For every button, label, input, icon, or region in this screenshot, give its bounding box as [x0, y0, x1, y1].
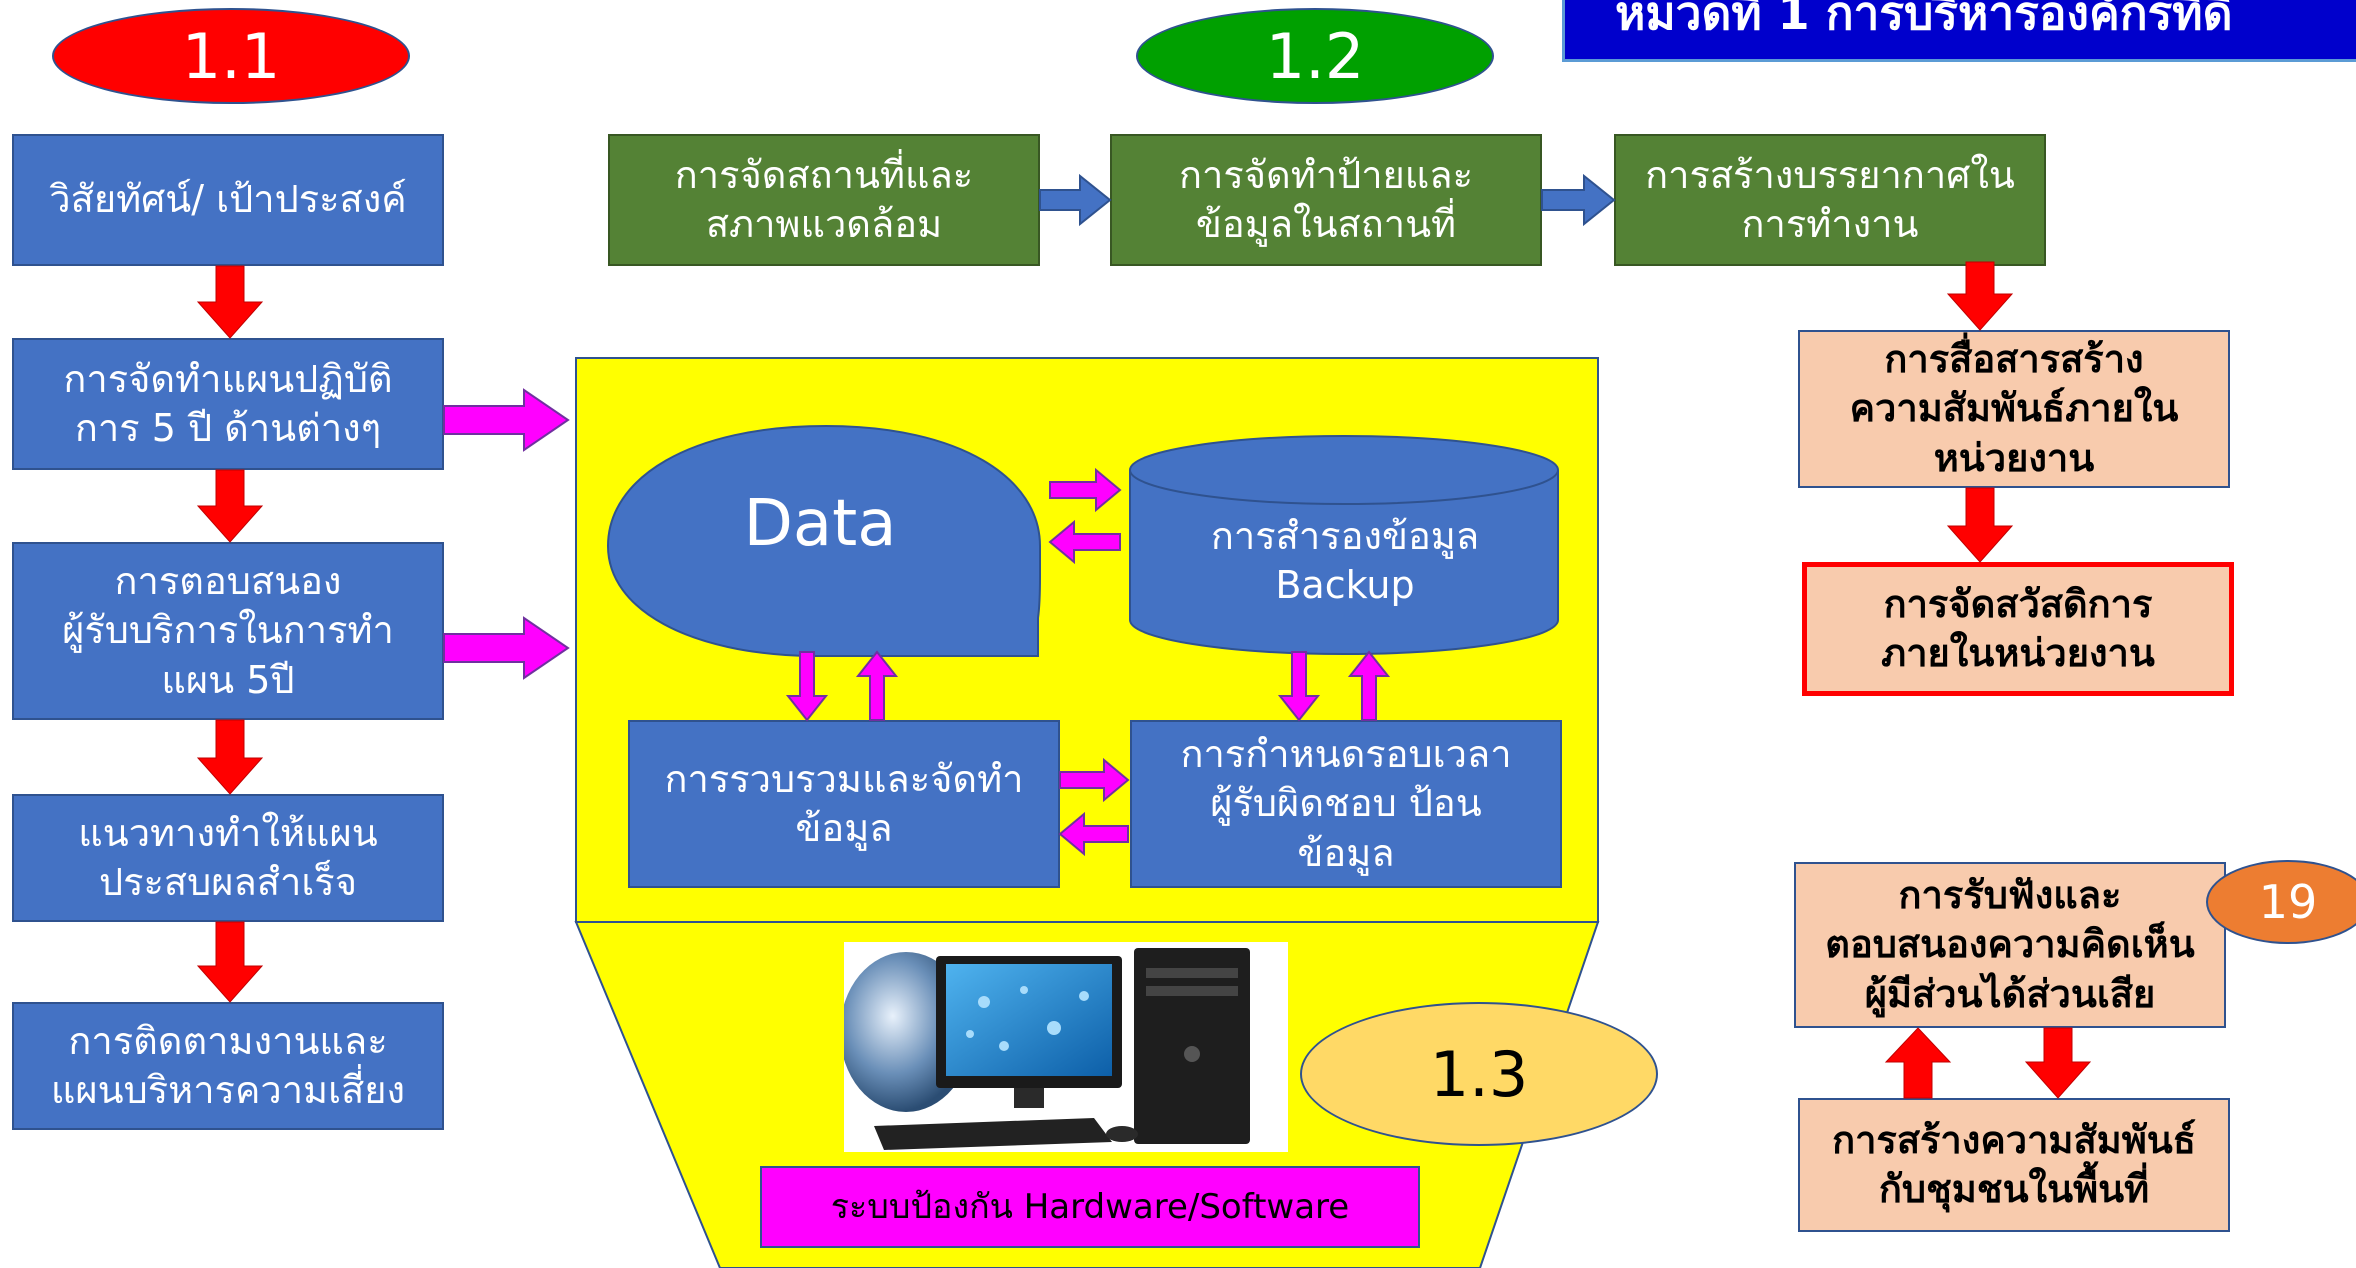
signage-info-label: การจัดทำป้ายและ ข้อมูลในสถานที่	[1179, 152, 1473, 246]
schedule-input-box: การกำหนดรอบเวลา ผู้รับผิดชอบ ป้อน ข้อมูล	[1130, 720, 1562, 888]
arrow-up-16	[855, 650, 899, 721]
community-relation-label: การสร้างความสัมพันธ์ กับชุมชนในพื้นที่	[1832, 1117, 2196, 1211]
data-node-label: Data	[743, 487, 897, 562]
section-1-3-label: 1.3	[1429, 1037, 1529, 1111]
arrow-left-14	[1048, 519, 1121, 565]
section-1-2-badge: 1.2	[1136, 8, 1494, 104]
internal-communication-box: การสื่อสารสร้าง ความสัมพันธ์ภายใน หน่วยง…	[1798, 330, 2230, 488]
computer-image	[844, 942, 1288, 1152]
page-number: 19	[2258, 875, 2318, 929]
arrow-up-18	[1347, 650, 1391, 721]
page-number-badge: 19	[2206, 860, 2356, 944]
arrow-right-19	[1059, 757, 1130, 803]
work-atmosphere-label: การสร้างบรรยากาศใน การทำงาน	[1645, 152, 2015, 246]
page-title: หมวดที่ 1 การบริหารองค์กรที่ดี	[1615, 0, 2233, 40]
risk-management-label: การติดตามงานและ แผนบริหารความเสี่ยง	[50, 1018, 406, 1112]
plan-success-box: แนวทางทำให้แผน ประสบผลสำเร็จ	[12, 794, 444, 922]
backup-node-label: การสำรองข้อมูล Backup	[1210, 513, 1480, 607]
stakeholder-feedback-box: การรับฟังและ ตอบสนองความคิดเห็น ผู้มีส่ว…	[1794, 862, 2226, 1028]
arrow-down-15	[785, 651, 829, 722]
collect-data-label: การรวบรวมและจัดทำ ข้อมูล	[664, 756, 1024, 850]
five-year-plan-box: การจัดทำแผนปฏิบัติ การ 5 ปี ด้านต่างๆ	[12, 338, 444, 470]
arrow-down-6	[1946, 487, 2014, 563]
arrow-down-2	[196, 469, 264, 543]
section-1-2-label: 1.2	[1265, 19, 1365, 93]
schedule-input-label: การกำหนดรอบเวลา ผู้รับผิดชอบ ป้อน ข้อมูล	[1180, 731, 1512, 875]
arrow-down-1	[196, 265, 264, 339]
signage-info-box: การจัดทำป้ายและ ข้อมูลในสถานที่	[1110, 134, 1542, 266]
data-bubble-shape	[606, 424, 1041, 657]
stakeholder-feedback-label: การรับฟังและ ตอบสนองความคิดเห็น ผู้มีส่ว…	[1825, 872, 2195, 1016]
arrow-down-8	[2024, 1027, 2092, 1099]
arrow-up-7	[1884, 1027, 1952, 1099]
risk-management-box: การติดตามงานและ แผนบริหารความเสี่ยง	[12, 1002, 444, 1130]
venue-environment-label: การจัดสถานที่และ สภาพแวดล้อม	[674, 152, 974, 246]
protection-system-box: ระบบป้องกัน Hardware/Software	[760, 1166, 1420, 1248]
protection-system-label: ระบบป้องกัน Hardware/Software	[830, 1186, 1350, 1227]
welfare-label: การจัดสวัสดิการ ภายในหน่วยงาน	[1881, 581, 2155, 675]
five-year-plan-label: การจัดทำแผนปฏิบัติ การ 5 ปี ด้านต่างๆ	[63, 356, 393, 450]
data-node: Data	[640, 470, 1000, 580]
arrow-right-13	[1049, 467, 1122, 513]
computer-illustration	[844, 948, 1250, 1150]
arrow-right-10	[1541, 173, 1616, 227]
section-1-1-label: 1.1	[181, 19, 281, 93]
arrow-right-9	[1039, 173, 1112, 227]
section-1-3-badge: 1.3	[1300, 1002, 1658, 1146]
backup-cylinder-top	[1129, 435, 1559, 505]
welfare-box: การจัดสวัสดิการ ภายในหน่วยงาน	[1802, 562, 2234, 696]
vision-goal-label: วิสัยทัศน์/ เป้าประสงค์	[49, 177, 407, 222]
arrow-down-17	[1277, 651, 1321, 722]
arrow-down-5	[1946, 261, 2014, 331]
internal-communication-label: การสื่อสารสร้าง ความสัมพันธ์ภายใน หน่วยง…	[1849, 336, 2179, 480]
backup-node: การสำรองข้อมูล Backup	[1140, 506, 1550, 616]
venue-environment-box: การจัดสถานที่และ สภาพแวดล้อม	[608, 134, 1040, 266]
backup-cylinder-shape	[1129, 470, 1559, 655]
service-response-label: การตอบสนอง ผู้รับบริการในการทำ แผน 5ปี	[62, 558, 394, 702]
arrow-down-3	[196, 719, 264, 795]
plan-success-label: แนวทางทำให้แผน ประสบผลสำเร็จ	[78, 810, 378, 904]
vision-goal-box: วิสัยทัศน์/ เป้าประสงค์	[12, 134, 444, 266]
section-1-1-badge: 1.1	[52, 8, 410, 104]
title-banner: หมวดที่ 1 การบริหารองค์กรที่ดี	[1562, 0, 2356, 62]
collect-data-box: การรวบรวมและจัดทำ ข้อมูล	[628, 720, 1060, 888]
service-response-box: การตอบสนอง ผู้รับบริการในการทำ แผน 5ปี	[12, 542, 444, 720]
community-relation-box: การสร้างความสัมพันธ์ กับชุมชนในพื้นที่	[1798, 1098, 2230, 1232]
arrow-right-12	[443, 616, 570, 680]
arrow-right-11	[443, 388, 570, 452]
arrow-down-4	[196, 921, 264, 1003]
arrow-left-20	[1058, 811, 1129, 857]
